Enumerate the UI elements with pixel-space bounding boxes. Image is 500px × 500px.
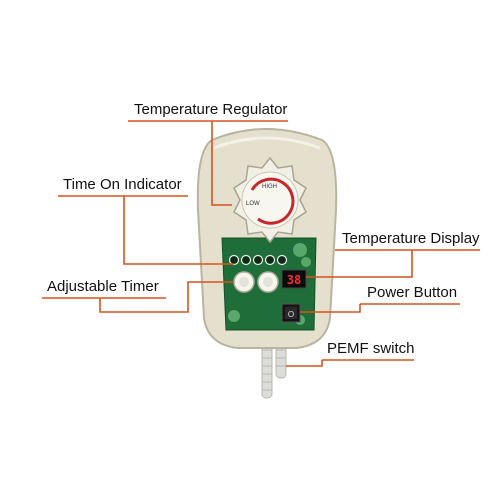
time-on-indicator-lights bbox=[228, 254, 288, 266]
leader-power-drop bbox=[300, 304, 361, 313]
callout-pemf-switch: PEMF switch bbox=[327, 340, 415, 357]
leader-temperature-regulator-drop bbox=[211, 121, 232, 206]
leader-lines bbox=[42, 120, 480, 367]
temperature-display: 38 bbox=[281, 269, 307, 289]
pemf-switch-knob[interactable] bbox=[257, 271, 279, 293]
display-reading: 38 bbox=[287, 273, 301, 287]
leader-time-on-drop bbox=[123, 196, 234, 265]
callout-adjustable-timer: Adjustable Timer bbox=[47, 278, 159, 295]
power-symbol: O bbox=[288, 310, 294, 319]
leader-adjustable-timer-drop bbox=[99, 281, 234, 313]
power-cable bbox=[261, 337, 287, 399]
callout-time-on-indicator: Time On Indicator bbox=[63, 176, 182, 193]
callout-power-button: Power Button bbox=[367, 284, 458, 301]
leader-pemf-drop bbox=[286, 360, 323, 367]
callout-temperature-regulator: Temperature Regulator bbox=[134, 101, 288, 118]
adjustable-timer-knob[interactable] bbox=[233, 271, 255, 293]
dial-high-label: HIGH bbox=[262, 184, 277, 190]
power-button[interactable]: O bbox=[281, 303, 301, 323]
dial-low-label: LOW bbox=[246, 201, 260, 207]
panel-decoration bbox=[228, 243, 311, 325]
leader-temperature-display-drop bbox=[306, 250, 413, 278]
temperature-dial[interactable]: HIGH LOW bbox=[233, 156, 307, 244]
callout-temperature-display: Temperature Display bbox=[342, 230, 480, 247]
dial-heat-arc bbox=[250, 177, 295, 225]
